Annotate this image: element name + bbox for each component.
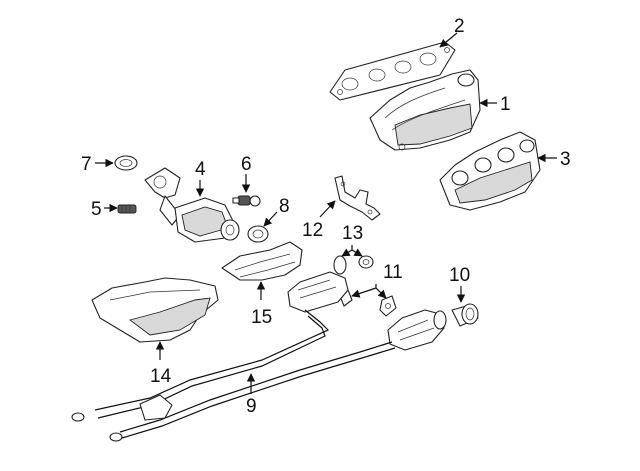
callout-9: 9: [246, 373, 257, 417]
heat-shield-part-15: [221, 241, 303, 281]
callout-4: 4: [195, 159, 206, 197]
callout-11: 11: [351, 262, 403, 299]
exhaust-tip-part-10: [451, 303, 479, 327]
gasket-part-2: [329, 41, 456, 101]
exhaust-pipe-system-part-9: [71, 271, 447, 442]
ring-gasket-part-7: [114, 155, 138, 171]
callout-2: 2: [439, 16, 465, 48]
heat-shield-part-14: [91, 277, 219, 343]
callout-6: 6: [241, 154, 252, 193]
isolator-part-13: [333, 255, 374, 275]
callout-7: 7: [81, 154, 114, 175]
exhaust-manifold-part-1: [369, 69, 481, 151]
hanger-part-11: [339, 289, 397, 317]
callout-10: 10: [449, 265, 470, 303]
svg-text:3: 3: [560, 149, 571, 170]
svg-text:5: 5: [91, 199, 102, 220]
svg-text:7: 7: [81, 154, 92, 175]
svg-text:12: 12: [302, 220, 323, 241]
stud-part-5: [117, 204, 137, 214]
catalytic-converter-part-4: [144, 167, 240, 243]
callout-13: 13: [341, 223, 363, 257]
callout-1: 1: [479, 94, 511, 115]
exhaust-manifold-part-3: [439, 131, 541, 211]
svg-text:4: 4: [195, 159, 206, 180]
svg-text:10: 10: [449, 265, 470, 286]
svg-text:2: 2: [454, 16, 465, 37]
svg-text:11: 11: [383, 262, 403, 283]
callout-12: 12: [302, 200, 336, 241]
callout-14: 14: [150, 341, 172, 387]
oxygen-sensor-part-6: [232, 195, 261, 207]
svg-text:8: 8: [279, 196, 290, 217]
svg-text:1: 1: [500, 94, 511, 115]
svg-text:6: 6: [241, 154, 252, 175]
callout-3: 3: [537, 149, 571, 170]
bracket-part-12: [334, 175, 381, 221]
svg-text:13: 13: [342, 223, 363, 244]
callout-5: 5: [91, 199, 118, 220]
callout-8: 8: [263, 196, 290, 227]
svg-text:9: 9: [246, 396, 257, 417]
ring-gasket-part-8: [247, 225, 269, 243]
callout-15: 15: [251, 281, 272, 328]
svg-text:15: 15: [251, 307, 272, 328]
svg-text:14: 14: [150, 366, 172, 387]
